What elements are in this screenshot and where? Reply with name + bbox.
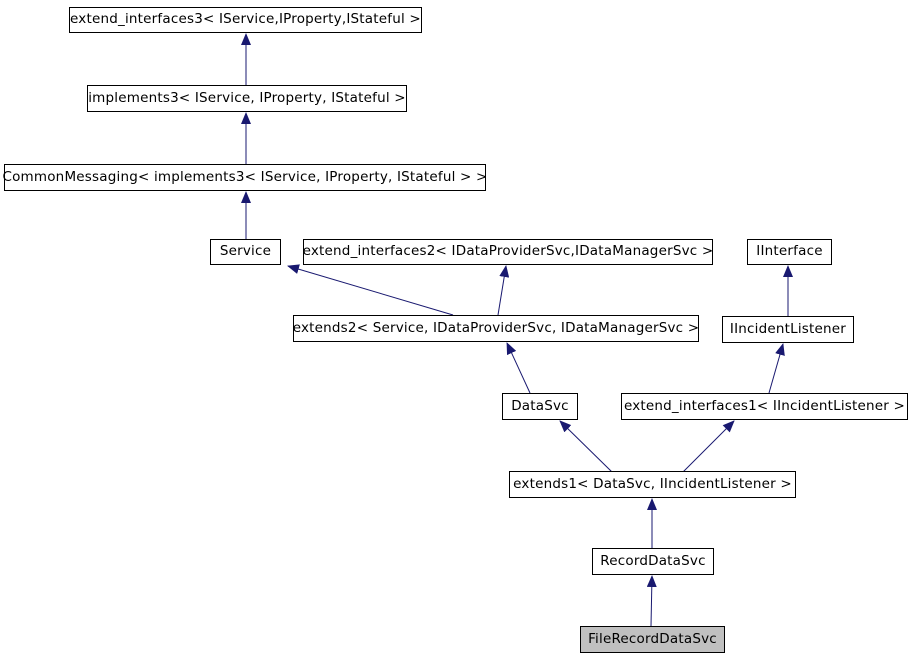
node-commonmessaging[interactable]: CommonMessaging< implements3< IService, … [2, 164, 487, 191]
edge-extends2-to-service [287, 264, 454, 316]
node-extend-interfaces1[interactable]: extend_interfaces1< IIncidentListener > [621, 393, 908, 420]
edge-extends1-to-datasvc [559, 420, 613, 473]
node-extends1[interactable]: extends1< DataSvc, IIncidentListener > [509, 471, 796, 498]
node-iinterface[interactable]: IInterface [747, 239, 832, 265]
node-recorddatasvc[interactable]: RecordDataSvc [592, 548, 714, 575]
node-extends2[interactable]: extends2< Service, IDataProviderSvc, IDa… [293, 315, 699, 342]
node-extend-interfaces3[interactable]: extend_interfaces3< IService,IProperty,I… [69, 7, 422, 33]
edge-extends1-to-extend-interfaces1 [682, 420, 735, 473]
node-filerecorddatasvc: FileRecordDataSvc [580, 626, 725, 653]
node-extend-interfaces2[interactable]: extend_interfaces2< IDataProviderSvc,IDa… [303, 239, 713, 265]
edge-extends2-to-extend-interfaces2 [497, 265, 510, 316]
edge-filerecorddatasvc-to-recorddatasvc [646, 575, 657, 627]
node-datasvc[interactable]: DataSvc [502, 393, 578, 420]
edge-datasvc-to-extends2 [506, 342, 531, 394]
edge-extend-interfaces1-to-iincidentlistener [768, 343, 785, 394]
node-iincidentlistener[interactable]: IIncidentListener [722, 316, 854, 343]
node-implements3[interactable]: implements3< IService, IProperty, IState… [87, 85, 407, 112]
node-service[interactable]: Service [210, 239, 281, 265]
